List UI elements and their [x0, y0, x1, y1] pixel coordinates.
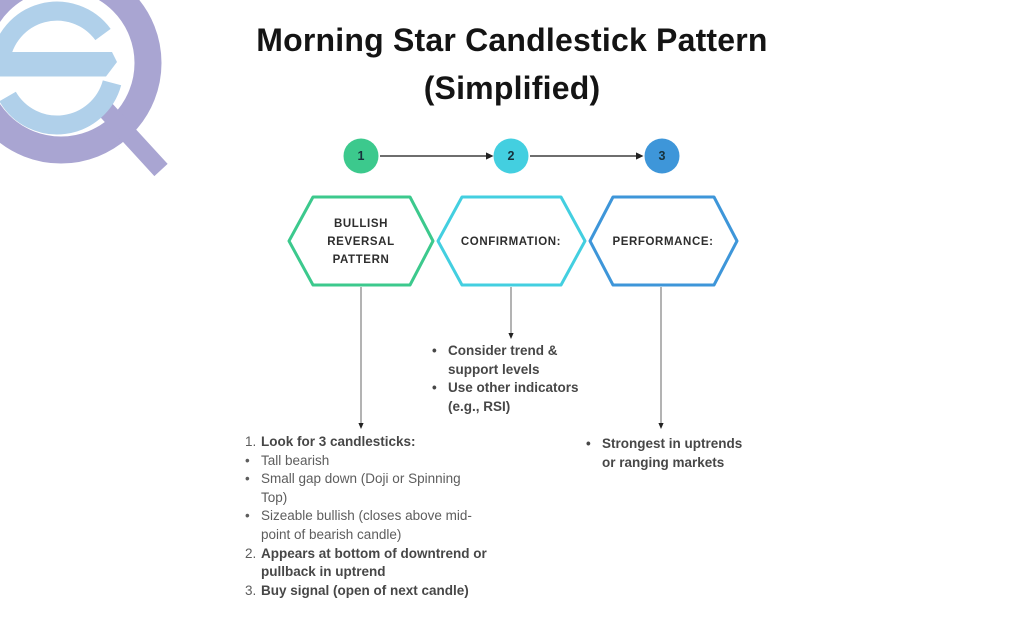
logo-q-ring-icon — [0, 0, 162, 164]
hexagons — [287, 195, 739, 287]
list-item-text: Look for 3 candlesticks: — [261, 434, 416, 449]
step-circle-2 — [493, 138, 529, 174]
bullet-marker: • — [245, 452, 250, 468]
bullet-marker: • — [245, 508, 250, 524]
logo-s-top-arc-icon — [0, 1, 111, 64]
hexagon-performance — [588, 195, 739, 287]
list-item: • Consider trend & support levels — [432, 342, 612, 379]
logo-s-bar-icon — [0, 52, 117, 77]
step-number-3: 3 — [658, 149, 666, 163]
list-item: • Use other indicators (e.g., RSI) — [432, 379, 612, 416]
step-circles — [343, 138, 680, 174]
page-title: Morning Star Candlestick Pattern (Simpli… — [0, 16, 1024, 112]
list-item: • Sizeable bullish (closes above mid- poi… — [245, 507, 515, 544]
list-item: • Tall bearish — [245, 452, 515, 471]
logo-q-tail-icon — [99, 103, 168, 177]
list-item-text: Consider trend & support levels — [448, 343, 558, 377]
page-title-line1: Morning Star Candlestick Pattern — [256, 22, 768, 58]
list-item-text: Small gap down (Doji or Spinning Top) — [261, 471, 461, 505]
number-marker: 2. — [245, 545, 257, 561]
number-marker: 1. — [245, 434, 257, 449]
list-item: 3.Buy signal (open of next candle) — [245, 582, 515, 601]
bullet-marker: • — [586, 436, 591, 451]
logo-s-bottom-arc-icon — [0, 79, 122, 135]
step-connectors — [380, 152, 644, 160]
sq-logo — [0, 0, 168, 177]
arrowhead-icon — [486, 152, 494, 160]
list-item: • Strongest in uptrends or ranging market… — [586, 435, 766, 472]
list-item: 2.Appears at bottom of downtrend or pull… — [245, 545, 515, 582]
hexagon-label-performance: PERFORMANCE: — [612, 235, 714, 248]
list-item-text: Use other indicators (e.g., RSI) — [448, 380, 579, 414]
arrowhead-icon — [508, 333, 514, 339]
confirmation-notes-list: • Consider trend & support levels • Use oth… — [432, 342, 612, 416]
list-item-text: Buy signal (open of next candle) — [261, 582, 469, 598]
performance-notes-list: • Strongest in uptrends or ranging market… — [586, 435, 766, 472]
step-circle-1 — [343, 138, 379, 174]
number-marker: 3. — [245, 582, 257, 598]
list-item-text: Tall bearish — [261, 452, 330, 468]
bullet-marker: • — [432, 380, 437, 396]
arrowhead-icon — [658, 423, 664, 429]
hexagon-label-confirmation: CONFIRMATION: — [460, 235, 562, 248]
bullet-marker: • — [245, 471, 250, 487]
list-item-text: Strongest in uptrends or ranging markets — [602, 436, 743, 470]
list-item-text: Sizeable bullish (closes above mid- poin… — [261, 508, 472, 542]
hexagon-label-bullish-reversal-pattern: BULLISH REVERSAL PATTERN — [327, 217, 395, 266]
list-item: • Small gap down (Doji or Spinning Top) — [245, 470, 515, 507]
hexagon-confirmation — [436, 195, 587, 287]
drop-lines — [358, 287, 664, 429]
arrowhead-icon — [358, 423, 364, 429]
arrowhead-icon — [636, 152, 644, 160]
hexagon-bullish-reversal-pattern — [287, 195, 435, 287]
list-item: 1. Look for 3 candlesticks: — [245, 433, 515, 452]
bullet-marker: • — [432, 343, 437, 358]
pattern-notes-list: 1.Look for 3 candlesticks:•Tall bearish•… — [245, 433, 515, 600]
list-item-text: Appears at bottom of downtrend or pullba… — [261, 545, 487, 580]
step-number-2: 2 — [507, 149, 515, 163]
page-title-line2: (Simplified) — [423, 70, 601, 106]
step-circle-3 — [644, 138, 680, 174]
step-number-1: 1 — [357, 149, 365, 163]
